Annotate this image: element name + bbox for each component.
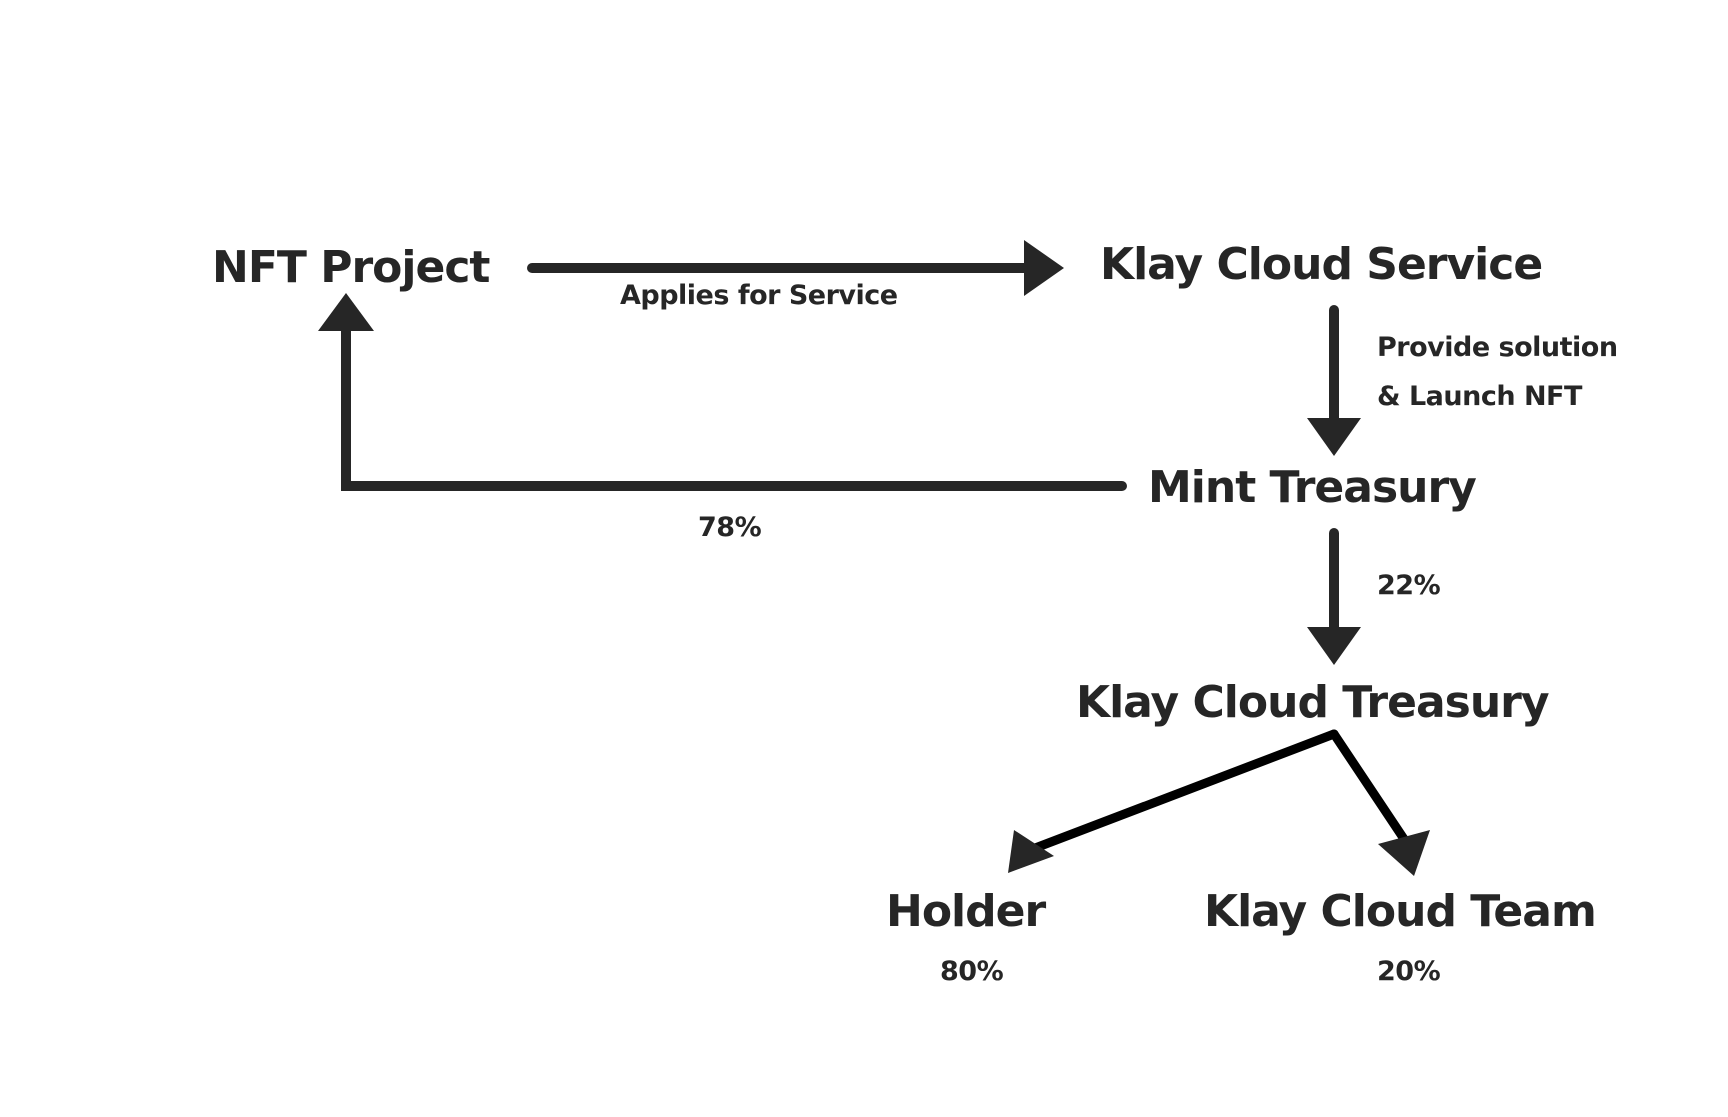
label-provide-solution: Provide solution & Launch NFT xyxy=(1377,323,1618,421)
arrow-mint-to-treasury xyxy=(1307,528,1361,665)
node-klay-cloud-treasury: Klay Cloud Treasury xyxy=(1076,677,1550,728)
label-holder-pct: 80% xyxy=(940,956,1004,987)
node-holder: Holder xyxy=(886,886,1046,937)
label-mint-to-project-pct: 78% xyxy=(698,512,762,543)
node-nft-project: NFT Project xyxy=(212,242,490,293)
arrow-provide-solution xyxy=(1307,305,1361,456)
node-klay-cloud-service: Klay Cloud Service xyxy=(1100,239,1543,290)
label-team-pct: 20% xyxy=(1377,956,1441,987)
arrow-to-holder xyxy=(1008,729,1339,873)
label-provide-line1: Provide solution xyxy=(1377,332,1618,363)
arrow-mint-to-project xyxy=(318,293,1127,491)
node-mint-treasury: Mint Treasury xyxy=(1148,462,1477,513)
arrow-applies xyxy=(527,240,1064,296)
label-applies-for-service: Applies for Service xyxy=(620,280,898,311)
label-provide-line2: & Launch NFT xyxy=(1377,381,1582,412)
node-klay-cloud-team: Klay Cloud Team xyxy=(1204,886,1597,937)
arrow-to-team xyxy=(1329,729,1430,876)
label-mint-to-treasury-pct: 22% xyxy=(1377,570,1441,601)
